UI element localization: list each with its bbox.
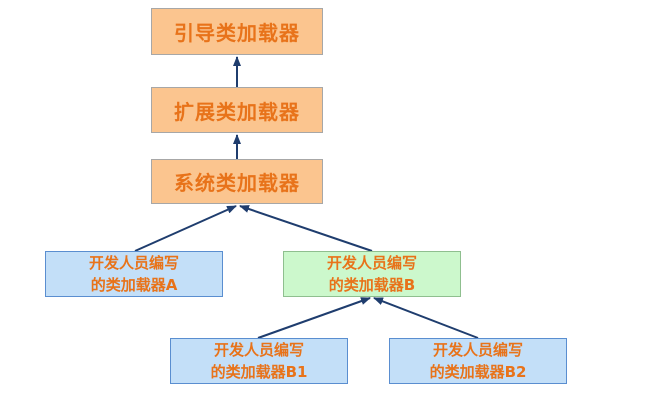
custom-classloader-b2-node: 开发人员编写 的类加载器B2 bbox=[389, 338, 567, 384]
arrow-custom-a-to-system bbox=[134, 205, 237, 252]
arrow-custom-b-to-system bbox=[239, 205, 373, 252]
extension-classloader-node: 扩展类加载器 bbox=[151, 87, 323, 133]
custom-classloader-b2-line1: 开发人员编写 bbox=[432, 341, 523, 359]
custom-classloader-a-line2: 的类加载器A bbox=[90, 276, 178, 294]
arrow-custom-b1-to-custom-b bbox=[257, 297, 371, 339]
custom-classloader-b1-node: 开发人员编写 的类加载器B1 bbox=[170, 338, 348, 384]
custom-classloader-b2-line2: 的类加载器B2 bbox=[429, 363, 527, 381]
system-classloader-label: 系统类加载器 bbox=[174, 171, 300, 195]
system-classloader-node: 系统类加载器 bbox=[151, 159, 323, 204]
custom-classloader-b1-line2: 的类加载器B1 bbox=[210, 363, 308, 381]
custom-classloader-a-line1: 开发人员编写 bbox=[88, 254, 179, 272]
custom-classloader-b-line2: 的类加载器B bbox=[328, 276, 416, 294]
custom-classloader-b-line1: 开发人员编写 bbox=[326, 254, 417, 272]
custom-classloader-b-node: 开发人员编写 的类加载器B bbox=[283, 251, 461, 297]
bootstrap-classloader-label: 引导类加载器 bbox=[174, 21, 300, 45]
custom-classloader-a-node: 开发人员编写 的类加载器A bbox=[45, 251, 223, 297]
bootstrap-classloader-node: 引导类加载器 bbox=[151, 8, 323, 55]
extension-classloader-label: 扩展类加载器 bbox=[174, 99, 300, 124]
arrow-custom-b2-to-custom-b bbox=[373, 297, 479, 339]
custom-classloader-b1-line1: 开发人员编写 bbox=[213, 341, 304, 359]
